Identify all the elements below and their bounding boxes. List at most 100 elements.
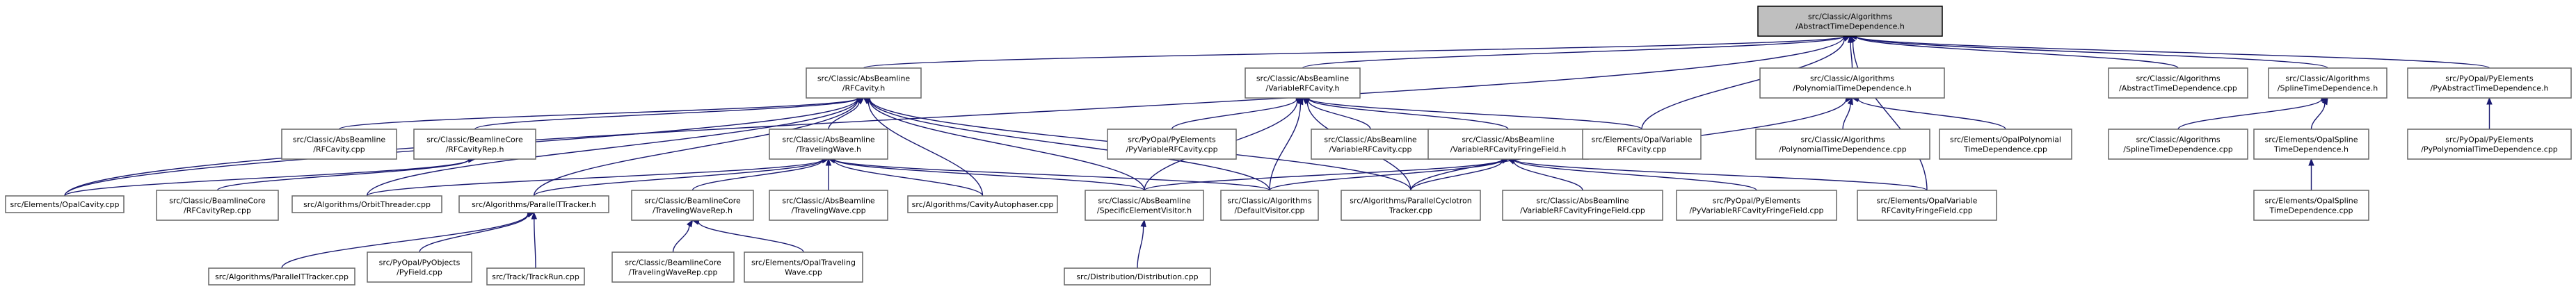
node-label-line: src/Classic/BeamlineCore (625, 258, 721, 267)
file-node[interactable]: src/Classic/AbsBeamline/TravelingWave.cp… (769, 190, 888, 221)
node-label-line: src/Elements/OpalVariable (1592, 135, 1693, 144)
node-box (1502, 190, 1663, 221)
file-node[interactable]: src/Classic/AbsBeamline/RFCavity.h (806, 67, 922, 99)
file-node[interactable]: src/Classic/AbsBeamline/VariableRFCavity… (1245, 67, 1361, 99)
node-label-line: src/Classic/AbsBeamline (817, 74, 911, 83)
node-label-line: src/Classic/AbsBeamline (1324, 135, 1417, 144)
node-label-line: /PyField.cpp (397, 268, 442, 277)
file-node[interactable]: src/Classic/Algorithms/PolynomialTimeDep… (1755, 129, 1930, 160)
file-node[interactable]: src/Classic/Algorithms/DefaultVisitor.cp… (1220, 190, 1319, 221)
file-node[interactable]: src/PyOpal/PyObjects/PyField.cpp (367, 251, 472, 283)
edge-line (64, 36, 1845, 197)
dependency-edge (2308, 158, 2314, 191)
file-node[interactable]: src/Classic/Algorithms/SplineTimeDepende… (2108, 129, 2248, 160)
edge-line (2177, 99, 2322, 130)
edge-arrowhead (1847, 97, 1853, 106)
node-box (1582, 129, 1702, 160)
file-node[interactable]: src/Classic/AbsBeamline/TravelingWave.h (769, 129, 888, 160)
dependency-edge (863, 97, 1145, 191)
file-node[interactable]: src/Classic/AbsBeamline/VariableRFCavity… (1502, 190, 1663, 221)
file-node[interactable]: src/Distribution/Distribution.cpp (1064, 267, 1211, 286)
dependency-edge (1851, 96, 2006, 130)
node-label-line: /TravelingWaveRep.cpp (628, 268, 717, 277)
file-node[interactable]: src/PyOpal/PyElements/PyVariableRFCavity… (1676, 190, 1837, 221)
dependency-edge (366, 156, 830, 197)
node-label-line: src/PyOpal/PyObjects (379, 258, 461, 267)
node-box (1759, 67, 1945, 99)
dependency-edge (1507, 158, 1583, 191)
edge-line (533, 99, 858, 197)
node-box (631, 190, 754, 221)
file-node[interactable]: src/Classic/BeamlineCore/TravelingWaveRe… (611, 251, 735, 283)
node-label-line: src/PyOpal/PyElements (1713, 197, 1801, 206)
dependency-edge (691, 219, 804, 253)
node-label-line: /VariableRFCavityFringeField.cpp (1520, 206, 1645, 215)
node-box (486, 267, 585, 286)
file-node[interactable]: src/Classic/Algorithms/PolynomialTimeDep… (1759, 67, 1945, 99)
node-label-line: /PyPolynomialTimeDependence.cpp (2421, 145, 2558, 154)
file-node[interactable]: src/Classic/AbsBeamline/RFCavity.cpp (281, 129, 397, 160)
edge-line (1513, 161, 1583, 191)
node-box (291, 195, 442, 213)
node-label-line: src/Classic/AbsBeamline (1536, 197, 1629, 206)
file-node[interactable]: src/Classic/AbsBeamline/SpecificElementV… (1085, 190, 1204, 221)
edge-arrowhead (686, 219, 694, 228)
file-node[interactable]: src/PyOpal/PyElements/PyPolynomialTimeDe… (2407, 129, 2572, 160)
node-label-line: /PyVariableRFCavity.cpp (1126, 145, 1217, 154)
file-node[interactable]: src/Classic/BeamlineCore/RFCavityRep.cpp (156, 190, 279, 221)
file-node[interactable]: src/Algorithms/ParallelTTracker.cpp (208, 267, 355, 286)
node-label-line: /TravelingWaveRep.h (653, 206, 733, 215)
file-node[interactable]: src/Classic/AbsBeamline/VariableRFCavity… (1427, 129, 1589, 160)
edge-arrowhead (2321, 97, 2328, 106)
node-box (769, 190, 888, 221)
node-label-line: src/Algorithms/ParallelTTracker.h (472, 200, 596, 209)
nodes-layer: src/Classic/Algorithms/AbstractTimeDepen… (5, 6, 2572, 286)
edge-line (1850, 42, 1853, 69)
file-node[interactable]: src/Elements/OpalVariableRFCavityFringeF… (1857, 190, 1997, 221)
node-box (1857, 190, 1997, 221)
file-node[interactable]: src/Algorithms/CavityAutophaser.cpp (907, 195, 1058, 213)
file-node[interactable]: src/Classic/BeamlineCore/RFCavityRep.h (413, 129, 536, 160)
node-box (367, 251, 472, 283)
file-node[interactable]: src/Classic/AbsBeamline/VariableRFCavity… (1311, 129, 1430, 160)
file-node[interactable]: src/Track/TrackRun.cpp (486, 267, 585, 286)
edge-line (834, 160, 984, 197)
node-label-line: /DefaultVisitor.cpp (1234, 206, 1304, 215)
file-node[interactable]: src/Classic/BeamlineCore/TravelingWaveRe… (631, 190, 754, 221)
node-label-line: TimeDependence.cpp (2269, 206, 2353, 215)
dependency-edge (827, 156, 1145, 191)
node-box (1107, 129, 1237, 160)
file-node[interactable]: src/Elements/OpalPolynomialTimeDependenc… (1939, 129, 2072, 160)
edge-line (1410, 160, 1503, 191)
file-node[interactable]: src/Elements/OpalSplineTimeDependence.cp… (2253, 190, 2369, 221)
edge-line (1852, 42, 1928, 191)
edge-arrowhead (2308, 158, 2314, 166)
dependency-edge (2177, 96, 2329, 130)
file-node[interactable]: src/Algorithms/ParallelTTracker.h (458, 195, 609, 213)
node-label-line: src/PyOpal/PyElements (2445, 135, 2534, 144)
file-node[interactable]: src/PyOpal/PyElements/PyVariableRFCavity… (1107, 129, 1237, 160)
node-label-line: src/Classic/Algorithms (1227, 197, 1311, 206)
dependency-edge (1849, 33, 2490, 69)
file-node[interactable]: src/Algorithms/ParallelCyclotronTracker.… (1341, 190, 1481, 221)
file-node[interactable]: src/Classic/Algorithms/AbstractTimeDepen… (2108, 67, 2248, 99)
file-node[interactable]: src/PyOpal/PyElements/PyAbstractTimeDepe… (2407, 67, 2572, 99)
file-node[interactable]: src/Algorithms/OrbitThreader.cpp (291, 195, 442, 213)
node-label-line: src/Classic/Algorithms (1808, 13, 1892, 22)
node-label-line: src/Elements/OpalPolynomial (1950, 135, 2061, 144)
dependency-edge (1507, 156, 1928, 191)
node-box (2407, 129, 2572, 160)
edge-arrowhead (2486, 97, 2493, 105)
file-node[interactable]: src/Elements/OpalCavity.cpp (5, 195, 125, 213)
node-label-line: /VariableRFCavityFringeField.h (1450, 145, 1567, 154)
file-node[interactable]: src/Classic/Algorithms/SplineTimeDepende… (2268, 67, 2387, 99)
node-label-line: src/Classic/Algorithms (1810, 74, 1894, 83)
node-label-line: src/Classic/Algorithms (2136, 135, 2220, 144)
dependency-edge (216, 156, 476, 191)
dependency-edge (2486, 97, 2493, 130)
node-label-line: Wave.cpp (785, 268, 822, 277)
edge-line (338, 97, 858, 130)
